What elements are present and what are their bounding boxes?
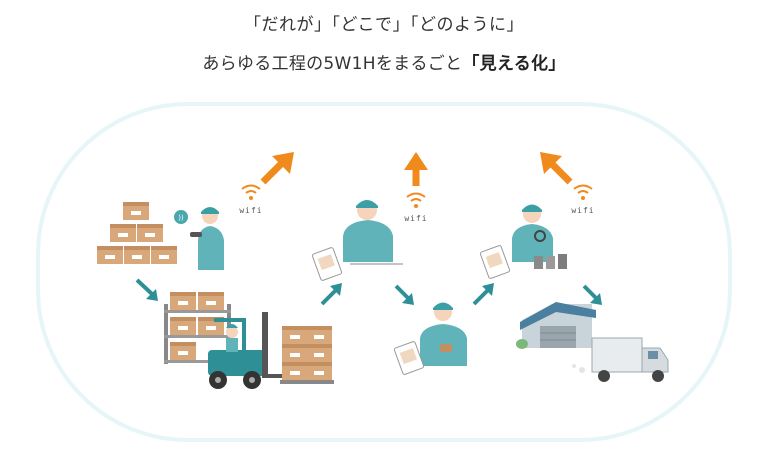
upload-arrow-orange xyxy=(260,152,294,185)
flow-arrow-up-right xyxy=(320,283,342,306)
worker-tablet xyxy=(343,200,403,265)
wifi-icon: wifi xyxy=(571,184,594,215)
headline-line-2: あらゆる工程の5W1Hをまるごと「見える化」 xyxy=(0,49,768,74)
worker-scanner: )) xyxy=(174,207,224,270)
wifi-icon: wifi xyxy=(404,192,427,223)
pallet-boxes xyxy=(280,326,334,384)
headline-line-1: 「だれが」「どこで」「どのように」 xyxy=(244,15,524,35)
svg-text:)): )) xyxy=(178,214,184,222)
worker-magnifier xyxy=(512,204,553,262)
wifi-icon: wifi xyxy=(239,184,262,215)
process-frame xyxy=(36,102,732,442)
flow-arrow-down-right xyxy=(135,278,158,301)
tablet-icon xyxy=(311,247,343,281)
headline-prefix: あらゆる工程の5W1Hをまるごと xyxy=(202,54,463,74)
forklift xyxy=(208,312,288,389)
worker-inspector xyxy=(420,302,467,366)
flow-arrow-down-right xyxy=(394,284,414,305)
truck xyxy=(572,337,669,382)
tablet-icon xyxy=(479,245,511,279)
upload-arrow-orange xyxy=(404,152,428,186)
wifi-label: wifi xyxy=(571,206,594,215)
flow-arrow-up-right xyxy=(472,283,494,306)
wifi-label: wifi xyxy=(404,214,427,223)
headline-highlight: 「見える化」 xyxy=(462,54,566,74)
tablet-icon xyxy=(393,341,425,375)
flow-arrow-down-right xyxy=(582,284,602,305)
warehouse xyxy=(516,302,596,349)
upload-arrow-orange xyxy=(540,152,573,185)
wifi-label: wifi xyxy=(239,206,262,215)
cans xyxy=(534,254,567,269)
box-stack xyxy=(97,202,177,264)
